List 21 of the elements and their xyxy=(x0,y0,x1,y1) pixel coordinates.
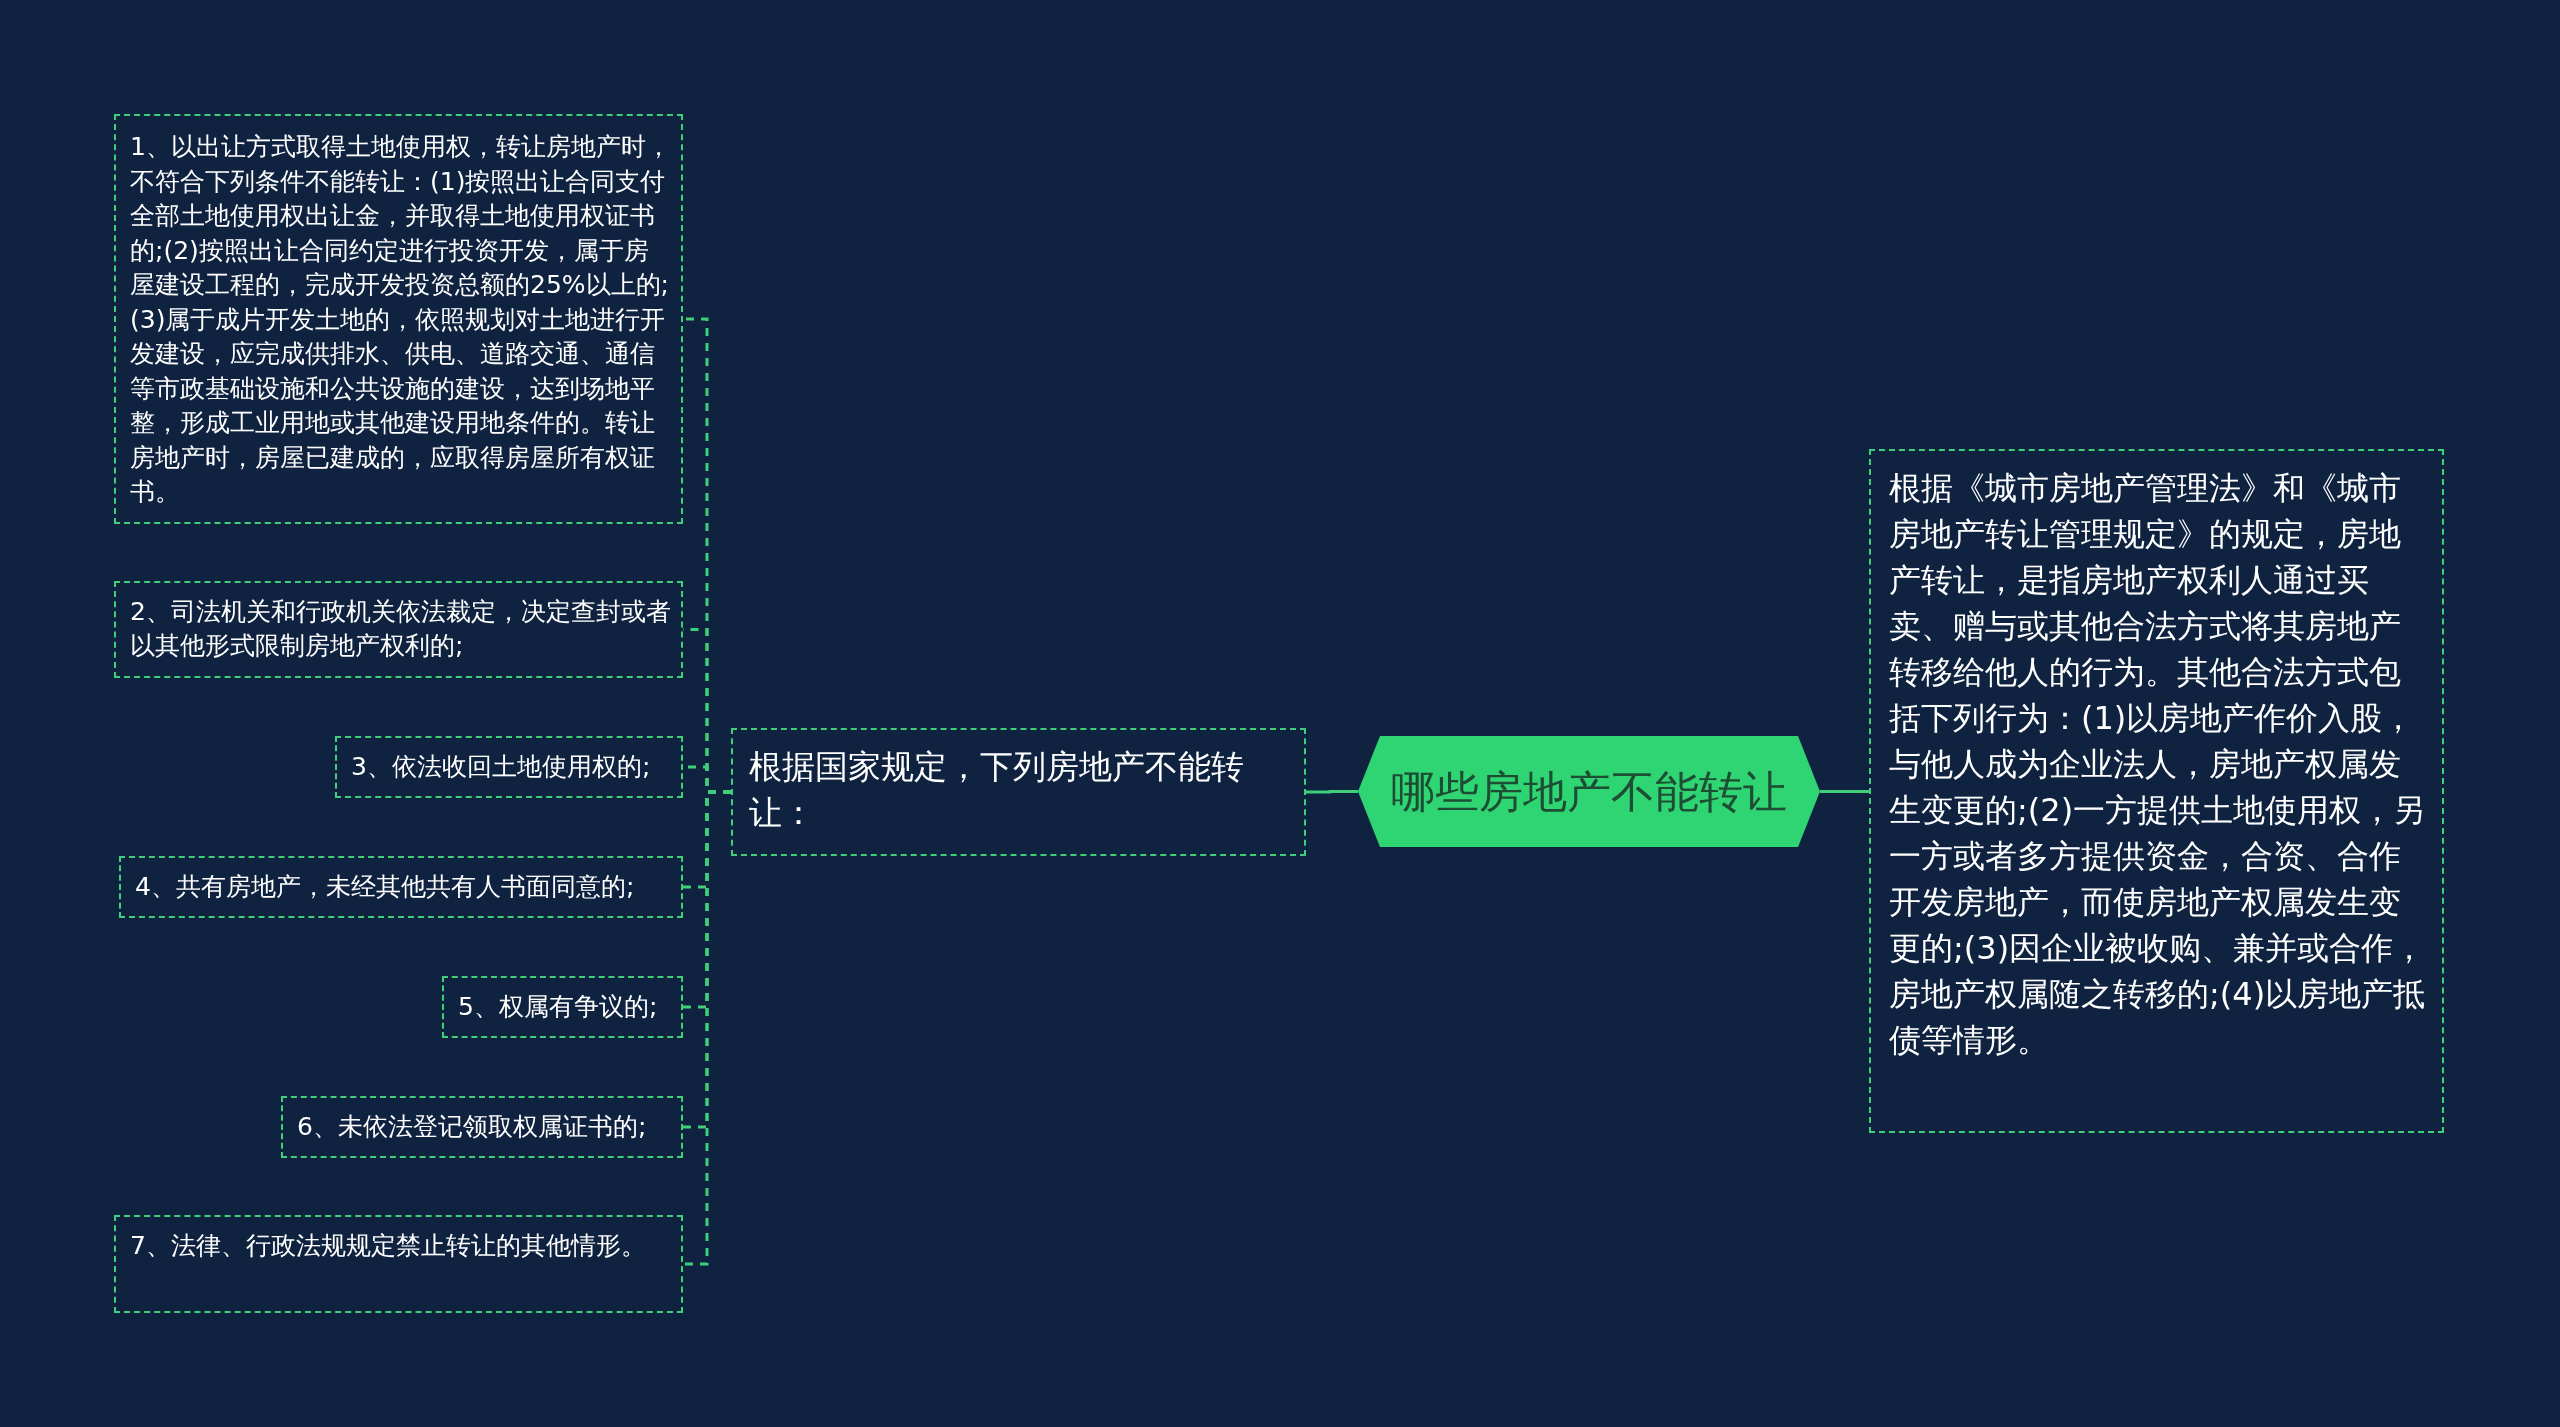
topic-text: 7、法律、行政法规规定禁止转让的其他情形。 xyxy=(130,1230,647,1262)
topic-box xyxy=(731,728,1306,856)
topic-text: 4、共有房地产，未经其他共有人书面同意的; xyxy=(135,871,636,903)
topic-box xyxy=(114,1215,683,1313)
topic-text: 6、未依法登记领取权属证书的; xyxy=(297,1111,648,1143)
topic-box xyxy=(281,1096,683,1158)
connector-line xyxy=(1306,790,1358,794)
central-topic-text: 哪些房地产不能转让 xyxy=(1391,764,1787,819)
topic-box xyxy=(442,976,683,1038)
connector-line xyxy=(1820,790,1869,793)
topic-text: 根据《城市房地产管理法》和《城市房地产转让管理规定》的规定，房地产转让，是指房地产权利人通过买卖、赠与或其他合法方式将其房地产转移给他人的行为。其他合法方式包括下列行为：(1)以房地产作价入股，与他人成为企业法人，房地产权属发生变更的;(2)一方提供土地使用权，另一方或者多方提供资金，合资、合作开发房地产，而使房地产权属发生变更的;(3)因企业被收购、兼并或合作，房地产权属随之转移的;(4)以房地产抵债等情形。 xyxy=(1889,468,2427,1061)
topic-box xyxy=(114,581,683,678)
topic-text: 2、司法机关和行政机关依法裁定，决定查封或者以其他形式限制房地产权利的; xyxy=(130,596,671,662)
topic-text: 根据国家规定，下列房地产不能转让： xyxy=(749,746,1245,834)
topic-text: 5、权属有争议的; xyxy=(458,991,659,1023)
topic-box xyxy=(1869,449,2444,1133)
topic-box xyxy=(335,736,683,798)
topic-box xyxy=(119,856,683,918)
topic-text: 3、依法收回土地使用权的; xyxy=(351,751,652,783)
topic-text: 1、以出让方式取得土地使用权，转让房地产时，不符合下列条件不能转让：(1)按照出让合同支付全部土地使用权出让金，并取得土地使用权证书的;(2)按照出让合同约定进行投资开发，属于房屋建设工程的，完成开发投资总额的25%以上的;(3)属于成片开发土地的，依照规划对土地进行开发建设，应完成供排水、供电、道路交通、通信等市政基础设施和公共设施的建设，达到场地平整，形成工业用地或其他建设用地条件的。转让房地产时，房屋已建成的，应取得房屋所有权证书。 xyxy=(130,131,671,508)
connector-line xyxy=(683,790,731,1266)
